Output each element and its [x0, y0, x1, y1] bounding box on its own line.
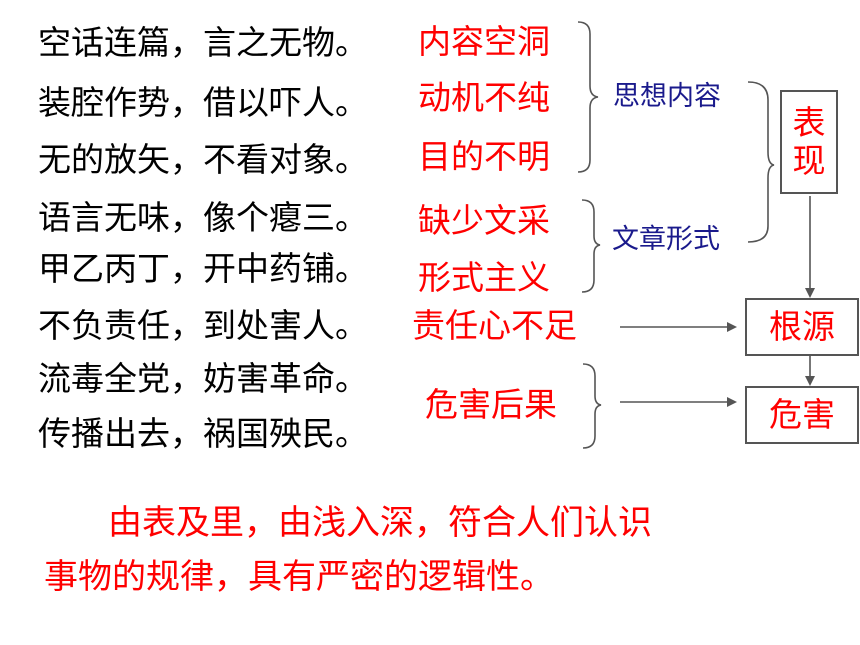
label-purpose-unclear: 目的不明 [418, 137, 550, 176]
brace-manifestation [747, 81, 775, 243]
brace-article-form [581, 199, 601, 293]
label-content-empty: 内容空洞 [418, 22, 550, 61]
brace-thought-content [577, 21, 599, 173]
label-formalism: 形式主义 [418, 258, 550, 297]
box-root: 根源 [745, 298, 859, 356]
text-line-5: 甲乙丙丁，开中药铺。 [38, 249, 368, 288]
category-article-form: 文章形式 [612, 224, 720, 255]
text-line-4: 语言无味，像个瘪三。 [38, 198, 368, 237]
box-manifestation: 表 现 [780, 90, 838, 194]
text-line-7: 流毒全党，妨害革命。 [38, 359, 368, 398]
label-lack-responsibility: 责任心不足 [412, 306, 577, 345]
label-harm-consequence: 危害后果 [425, 385, 557, 424]
text-line-1: 空话连篇，言之无物。 [38, 23, 368, 62]
text-line-6: 不负责任，到处害人。 [38, 306, 368, 345]
text-line-3: 无的放矢，不看对象。 [38, 140, 368, 179]
arrowhead-to-root [805, 288, 815, 298]
category-thought-content: 思想内容 [613, 81, 721, 112]
text-line-2: 装腔作势，借以吓人。 [38, 83, 368, 122]
brace-harm [582, 363, 602, 449]
box-harm: 危害 [745, 386, 859, 444]
conclusion-line-2: 事物的规律，具有严密的逻辑性。 [44, 557, 554, 597]
arrowhead-consequence-to-harm [727, 397, 737, 407]
label-lack-style: 缺少文采 [418, 201, 550, 240]
conclusion-line-1: 由表及里，由浅入深，符合人们认识 [108, 503, 652, 543]
arrowhead-responsibility-to-root [727, 322, 737, 332]
text-line-8: 传播出去，祸国殃民。 [38, 414, 368, 453]
label-motive-impure: 动机不纯 [418, 78, 550, 117]
arrowhead-to-harm [805, 376, 815, 386]
